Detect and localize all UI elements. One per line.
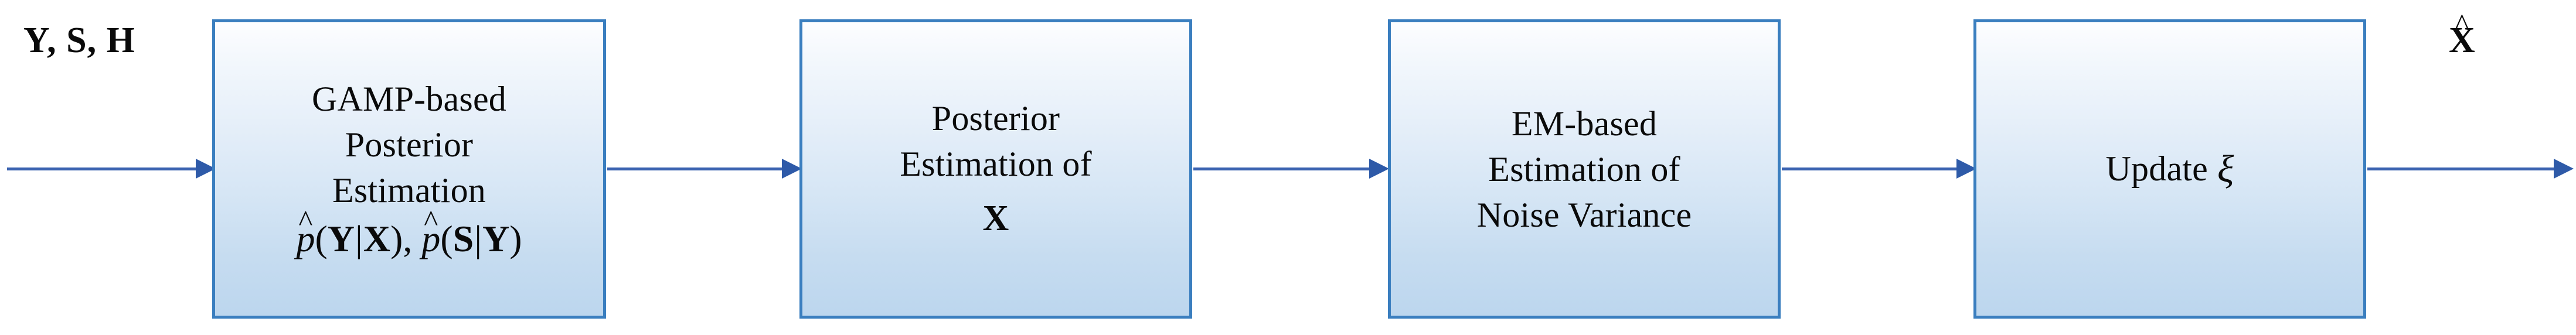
paren-close-2: )	[509, 217, 522, 259]
paren-open-1: (	[315, 217, 328, 259]
arrow-head-icon	[1369, 159, 1389, 179]
arrow-block4-to-output	[2367, 159, 2574, 179]
arrow-input-to-block1	[7, 159, 216, 179]
paren-close-1: )	[390, 217, 403, 259]
p-symbol-2: p	[421, 217, 441, 259]
arrow-head-icon	[782, 159, 802, 179]
block-1-text: GAMP-based Posterior Estimation ^p(Y|X),…	[215, 76, 603, 262]
arrow-block2-to-block3	[1193, 159, 1389, 179]
block-2-line-1: Posterior	[931, 99, 1060, 138]
formula-1-den: X	[363, 217, 390, 259]
block-3-line-1: EM-based	[1511, 104, 1658, 143]
block-1-line-1: GAMP-based	[312, 79, 506, 118]
arrow-shaft	[2367, 167, 2554, 170]
block-update-xi[interactable]: Update ξ	[1973, 19, 2366, 319]
conditional-bar-2: |	[474, 217, 482, 259]
formula-separator: ,	[403, 217, 422, 259]
formula-2-den: Y	[482, 217, 510, 259]
output-label-text: X	[2449, 20, 2476, 60]
p-symbol-1: p	[296, 217, 315, 259]
block-posterior-estimation-of-x[interactable]: Posterior Estimation of X	[799, 19, 1192, 319]
block-3-text: EM-based Estimation of Noise Variance	[1391, 101, 1778, 238]
arrow-shaft	[607, 167, 782, 170]
conditional-bar-1: |	[355, 217, 363, 259]
input-label: Y, S, H	[23, 20, 135, 61]
block-1-line-3: Estimation	[332, 170, 486, 210]
input-label-text: Y, S, H	[23, 20, 135, 60]
p-hat-2: ^p	[421, 206, 441, 262]
block-4-symbol-xi: ξ	[2217, 147, 2234, 190]
output-x-hat: ^X	[2449, 10, 2476, 61]
hat-accent-icon: ^	[2455, 8, 2470, 41]
block-4-label: Update	[2105, 149, 2208, 189]
block-3-line-3: Noise Variance	[1476, 195, 1692, 234]
output-label: ^X	[2449, 10, 2476, 61]
block-2-symbol: X	[982, 199, 1009, 239]
block-2-line-2: Estimation of	[900, 145, 1092, 184]
p-hat-1: ^p	[296, 206, 315, 262]
block-em-noise-variance-estimation[interactable]: EM-based Estimation of Noise Variance	[1388, 19, 1781, 319]
arrow-head-icon	[2554, 159, 2574, 179]
arrow-shaft	[1193, 167, 1370, 170]
arrow-block1-to-block2	[607, 159, 802, 179]
paren-open-2: (	[440, 217, 453, 259]
hat-accent-icon: ^	[298, 204, 313, 238]
arrow-shaft	[1782, 167, 1957, 170]
block-1-formula: ^p(Y|X), ^p(S|Y)	[296, 206, 522, 262]
block-3-line-2: Estimation of	[1488, 149, 1680, 189]
arrow-block3-to-block4	[1782, 159, 1976, 179]
hat-accent-icon: ^	[424, 204, 438, 238]
block-1-line-2: Posterior	[345, 125, 474, 164]
block-gamp-posterior-estimation[interactable]: GAMP-based Posterior Estimation ^p(Y|X),…	[212, 19, 606, 319]
formula-1-num: Y	[327, 217, 355, 259]
block-2-text: Posterior Estimation of X	[802, 95, 1189, 242]
block-4-text: Update ξ	[1976, 144, 2363, 194]
formula-2-num: S	[452, 217, 474, 259]
arrow-shaft	[7, 167, 196, 170]
